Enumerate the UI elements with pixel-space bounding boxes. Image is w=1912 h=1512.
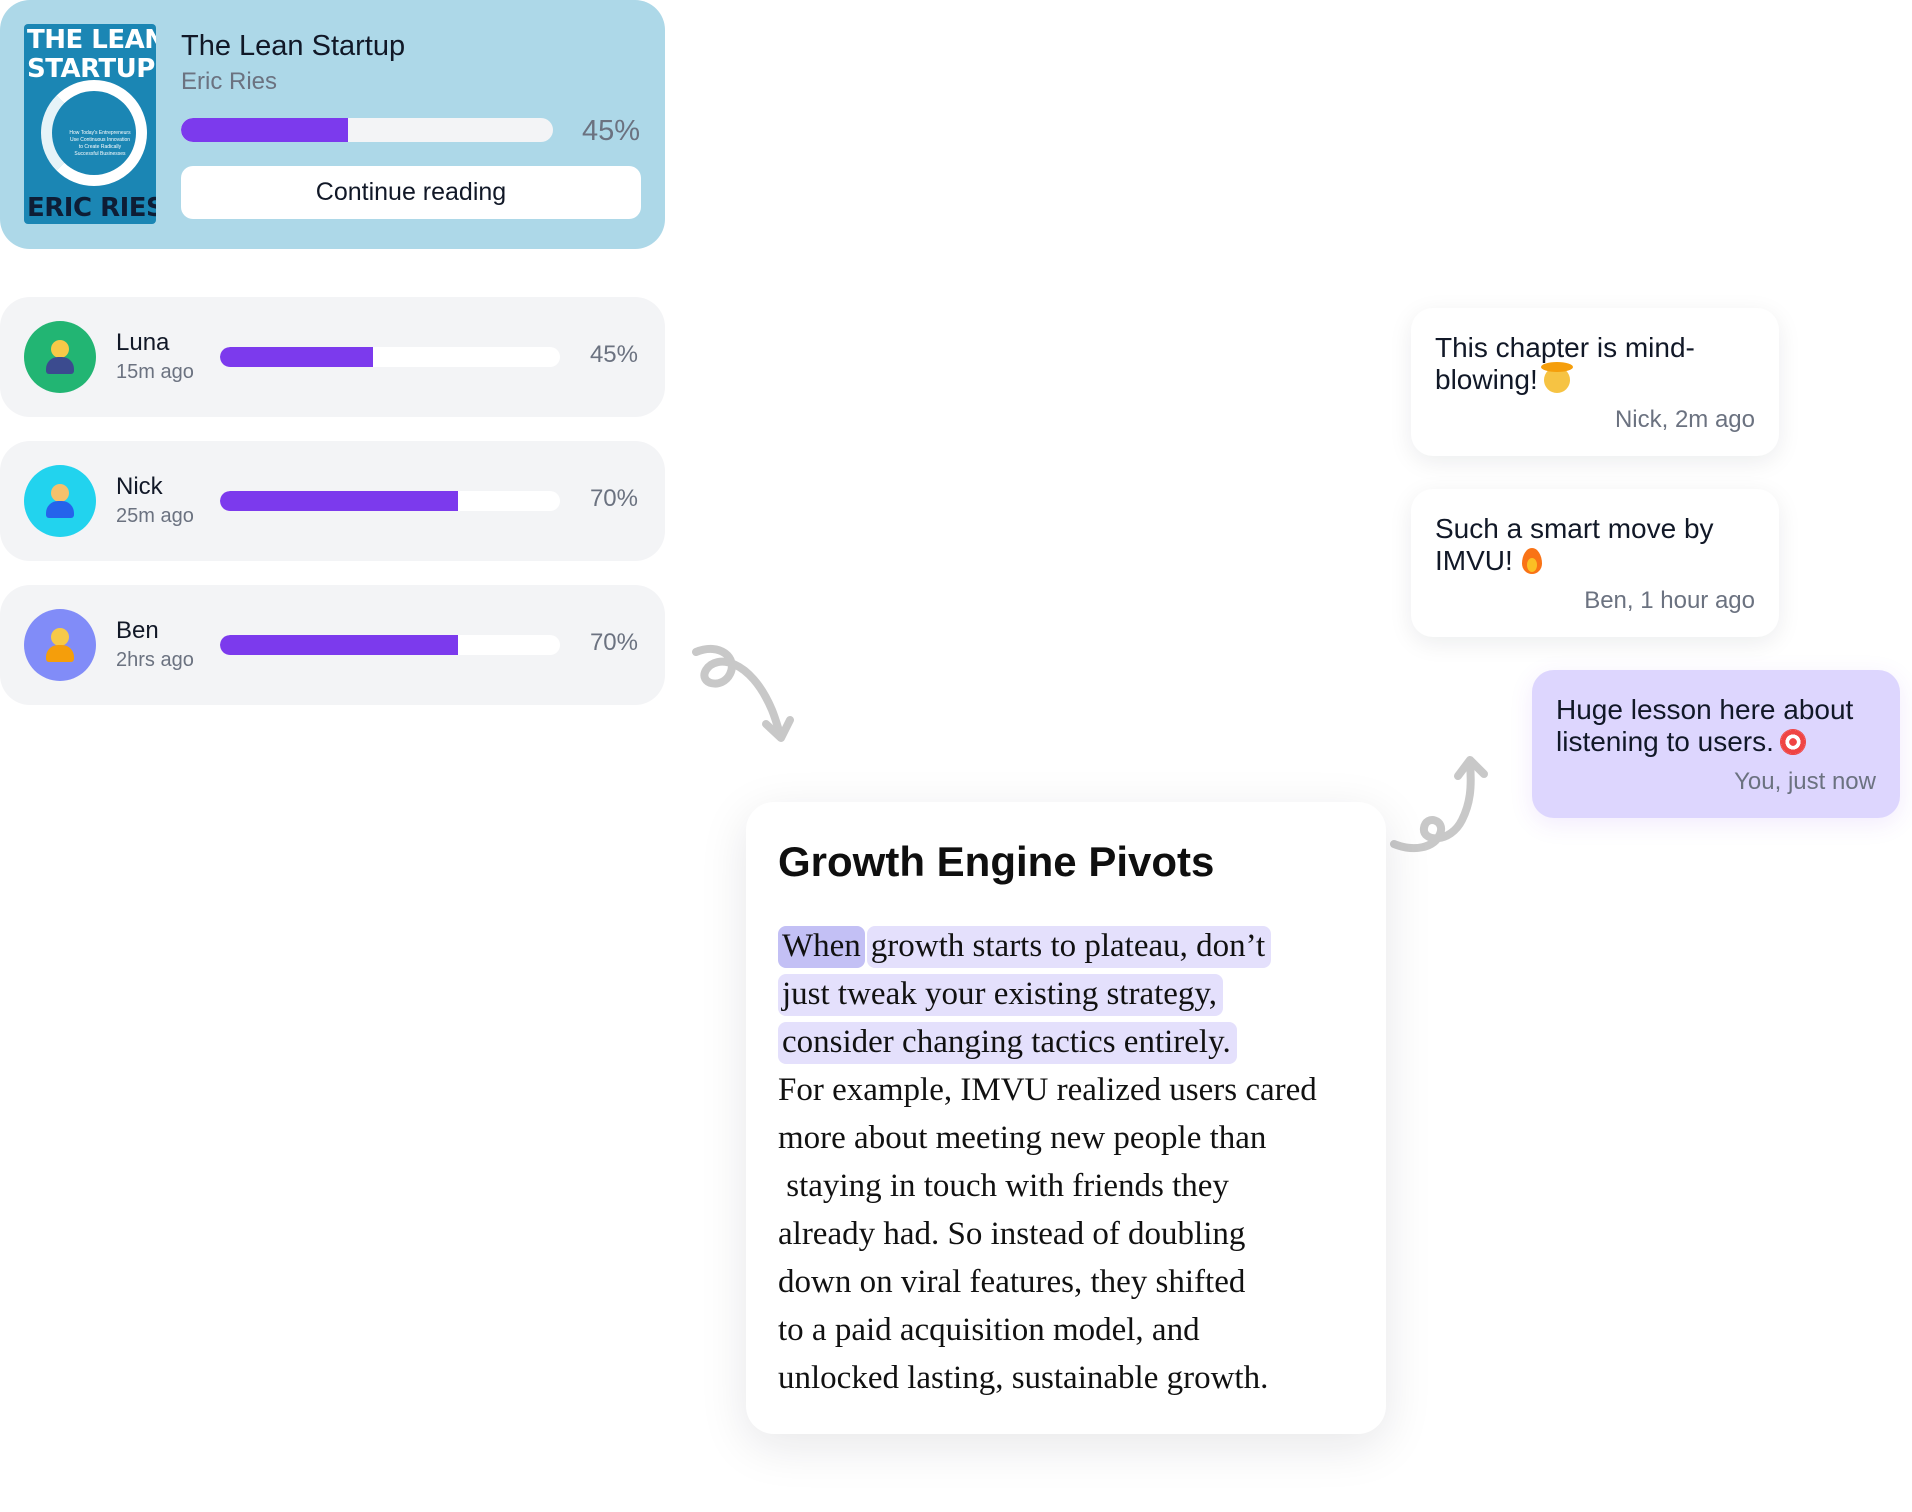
text-highlight[interactable]: just tweak your existing strategy, — [778, 974, 1224, 1016]
comment-card[interactable]: Such a smart move by IMVU! Ben, 1 hour a… — [1411, 489, 1779, 637]
fire-emoji-icon — [1519, 548, 1545, 574]
cover-circle-graphic — [41, 80, 147, 186]
reader-name: Ben — [116, 617, 159, 644]
reader-progress-fill — [220, 491, 458, 511]
comment-card[interactable]: This chapter is mind-blowing! Nick, 2m a… — [1411, 308, 1779, 456]
book-title: The Lean Startup — [181, 30, 406, 62]
comment-text: Such a smart move by IMVU! — [1435, 513, 1755, 577]
passage-line: For example, IMVU realized users cared — [778, 1072, 1317, 1108]
passage-line: unlocked lasting, sustainable growth. — [778, 1360, 1269, 1396]
cover-subtitle: How Today's Entrepreneurs Use Continuous… — [69, 130, 131, 157]
reader-progress-percent: 70% — [589, 629, 638, 656]
reader-row-luna[interactable]: Luna 15m ago 45% — [0, 297, 665, 417]
comment-message: Huge lesson here about listening to user… — [1556, 694, 1854, 757]
person-shrugging-emoji-icon — [46, 484, 74, 518]
passage-line: already had. So instead of doubling — [778, 1216, 1246, 1252]
comment-author-time: You, just now — [1734, 768, 1876, 795]
passage-line: staying in touch with friends they — [778, 1168, 1229, 1204]
highlighted-line[interactable]: just tweak your existing strategy, — [778, 970, 1358, 1018]
passage-line: more about meeting new people than — [778, 1120, 1267, 1156]
reader-timestamp: 25m ago — [116, 505, 194, 527]
book-cover-image[interactable]: THE LEAN STARTUP How Today's Entrepreneu… — [24, 24, 156, 224]
avatar — [24, 321, 96, 393]
chapter-title: Growth Engine Pivots — [778, 838, 1215, 885]
book-progress-percent: 45% — [581, 115, 640, 147]
reader-row-nick[interactable]: Nick 25m ago 70% — [0, 441, 665, 561]
reader-progress-bar — [220, 491, 560, 511]
direct-hit-emoji-icon — [1779, 729, 1806, 755]
curved-arrow-down-icon — [692, 644, 794, 742]
reader-progress-bar — [220, 347, 560, 367]
cover-title: THE LEAN STARTUP — [27, 25, 156, 84]
continue-reading-button[interactable]: Continue reading — [181, 166, 641, 219]
reader-progress-percent: 45% — [589, 341, 638, 368]
reader-name: Nick — [116, 473, 163, 500]
passage-line: down on viral features, they shifted — [778, 1264, 1246, 1300]
avatar — [24, 465, 96, 537]
text-highlight[interactable]: growth starts to plateau, don’t — [866, 926, 1272, 968]
reader-progress-bar — [220, 635, 560, 655]
reader-row-ben[interactable]: Ben 2hrs ago 70% — [0, 585, 665, 705]
cover-author: ERIC RIES — [27, 193, 156, 223]
book-author: Eric Ries — [181, 68, 278, 95]
highlighted-line[interactable]: consider changing tactics entirely. — [778, 1018, 1358, 1066]
comment-text: This chapter is mind-blowing! — [1435, 332, 1755, 396]
book-progress-fill — [181, 118, 349, 142]
curved-arrow-up-icon — [1390, 756, 1488, 853]
reader-timestamp: 15m ago — [116, 361, 194, 383]
comment-text: Huge lesson here about listening to user… — [1556, 694, 1876, 758]
avatar — [24, 609, 96, 681]
comment-message: Such a smart move by IMVU! — [1435, 513, 1714, 576]
reader-timestamp: 2hrs ago — [116, 649, 194, 671]
person-raising-hand-emoji-icon — [46, 628, 74, 662]
reader-progress-percent: 70% — [589, 485, 638, 512]
comment-message: This chapter is mind-blowing! — [1435, 332, 1695, 395]
person-emoji-icon — [46, 340, 74, 374]
exploding-head-emoji-icon — [1540, 362, 1573, 393]
own-comment-card[interactable]: Huge lesson here about listening to user… — [1532, 670, 1900, 818]
current-book-card: THE LEAN STARTUP How Today's Entrepreneu… — [0, 0, 665, 249]
reader-name: Luna — [116, 329, 170, 356]
text-highlight[interactable]: consider changing tactics entirely. — [778, 1022, 1237, 1064]
passage-line: to a paid acquisition model, and — [778, 1312, 1200, 1348]
reader-progress-fill — [220, 635, 458, 655]
comment-author-time: Ben, 1 hour ago — [1584, 587, 1755, 614]
comment-author-time: Nick, 2m ago — [1614, 406, 1755, 433]
book-progress-bar — [181, 118, 553, 142]
reader-progress-fill — [220, 347, 373, 367]
selected-word-highlight[interactable]: When — [778, 926, 865, 968]
